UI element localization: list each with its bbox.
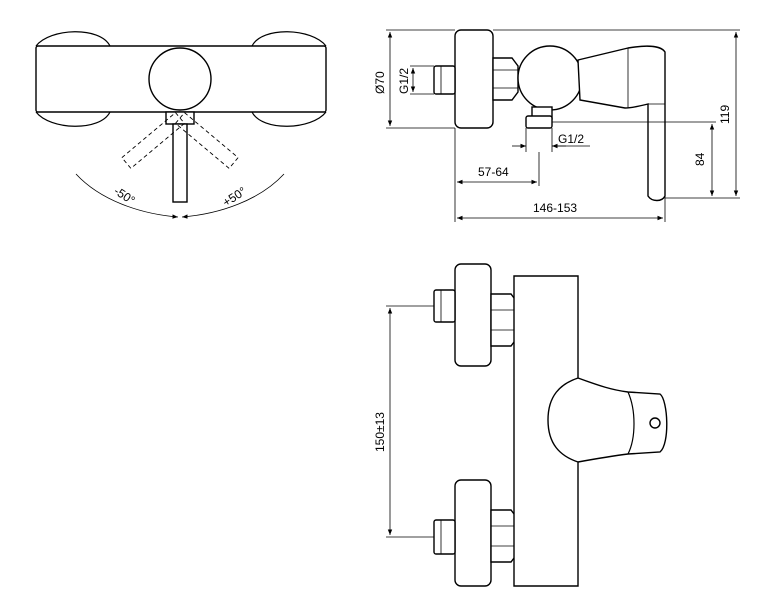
rotation-left-label: -50°	[111, 184, 137, 208]
inlet-projection-label: 57-64	[478, 165, 509, 179]
side-view: Ø70 G1/2 G1/2 57-64 146-153 84 119	[373, 29, 740, 222]
side-lever	[577, 45, 666, 202]
upper-inlet-nipple	[433, 289, 456, 323]
inlet-spacing-label: 150±13	[373, 412, 387, 452]
lower-hex-nut	[490, 509, 518, 563]
right-rosette-outline	[251, 31, 327, 47]
outlet-height-label: 84	[693, 152, 707, 166]
side-hex-nut	[492, 57, 519, 101]
mixer-body-front	[513, 275, 579, 587]
total-height-label: 119	[718, 105, 732, 124]
lower-rosette	[454, 479, 492, 587]
side-inlet-nipple	[433, 65, 456, 95]
lever-rotated-right	[174, 112, 239, 169]
inlet-thread-label: G1/2	[397, 68, 411, 94]
left-rosette-outline-lower	[35, 111, 111, 127]
front-view: 150±13	[373, 263, 668, 587]
front-lever	[577, 377, 668, 463]
top-view: -50° +50°	[35, 31, 327, 219]
lower-inlet-nipple	[433, 519, 456, 555]
left-rosette-outline	[35, 31, 111, 47]
total-projection-label: 146-153	[533, 201, 577, 215]
upper-rosette	[454, 263, 492, 367]
rotation-arc-right	[181, 173, 285, 219]
lever-stem	[172, 123, 188, 203]
side-outlet-thread	[525, 115, 553, 129]
rosette-diameter-label: Ø70	[373, 71, 387, 94]
right-rosette-outline-lower	[251, 111, 327, 127]
outlet-thread-label: G1/2	[558, 132, 584, 146]
upper-hex-nut	[490, 293, 518, 347]
lever-indicator-dot	[649, 417, 661, 429]
side-rosette	[454, 29, 494, 129]
handle-cap-circle	[148, 47, 212, 111]
side-handle-body	[517, 45, 583, 111]
rotation-arc-left	[75, 173, 179, 219]
